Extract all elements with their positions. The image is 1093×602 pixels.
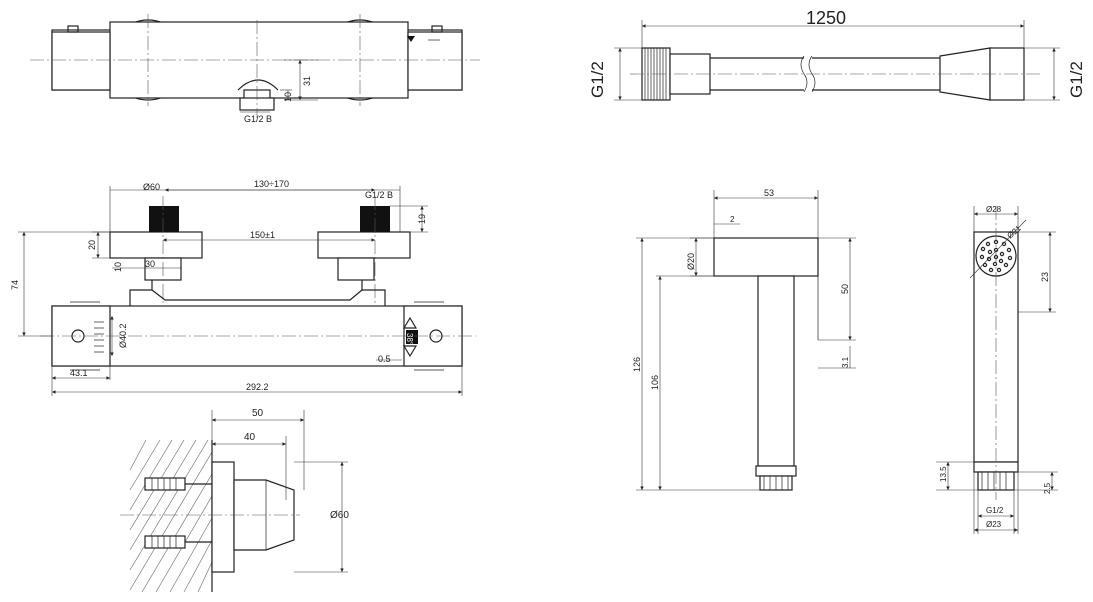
bracket-length-40: 40	[244, 432, 256, 443]
top-spacing-range: 130÷170	[254, 179, 289, 189]
front-dia-28: Ø28	[986, 205, 1002, 214]
side-small-3: 3.1	[841, 356, 850, 368]
front-thread	[981, 472, 1007, 490]
bracket-length-50: 50	[252, 408, 264, 419]
hose-length: 1250	[806, 8, 846, 28]
side-height-50: 50	[840, 284, 850, 294]
handshower-side-view: 53 2 Ø20 50 3.1 126 106	[632, 188, 856, 491]
front-dim-23: 23	[1040, 272, 1050, 282]
front-connection-label: G1/2 B	[244, 114, 272, 124]
side-dia-20: Ø20	[686, 253, 696, 270]
hose-thread-right: G1/2	[1067, 61, 1086, 98]
side-height-106: 106	[650, 375, 660, 390]
temperature-marker: 38°	[402, 316, 418, 358]
top-body-diameter: Ø40.2	[118, 323, 128, 348]
side-height-126: 126	[632, 357, 642, 372]
front-dim-2-5: 2.5	[1043, 482, 1052, 494]
top-view: Ø60 130÷170 G1/2 B 19 20 150±1 10 30	[10, 179, 476, 396]
side-top-small: 2	[730, 215, 735, 224]
spray-nozzles	[979, 239, 1013, 273]
handshower-thread	[763, 476, 789, 490]
top-depth-19: 19	[417, 214, 427, 224]
bracket-diameter: Ø60	[330, 510, 349, 521]
top-depth-20: 20	[87, 240, 97, 250]
hose-view: 1250 G1/2 G1/2	[588, 8, 1086, 101]
front-dim-10: 10	[283, 92, 293, 102]
wall-bracket-view: 50 40 Ø60	[120, 408, 349, 593]
top-connection-label: G1/2 B	[365, 190, 393, 200]
front-view: 31 10 G1/2 B	[30, 14, 480, 124]
front-dim-31: 31	[302, 76, 312, 86]
top-spacing: 150±1	[250, 230, 275, 240]
front-thread-label: G1/2	[986, 506, 1004, 515]
wall-hatch	[129, 439, 213, 593]
scale-marks-left	[94, 321, 104, 353]
front-dia-23: Ø23	[986, 520, 1002, 529]
side-top-dim: 53	[764, 188, 774, 198]
top-total-length: 292.2	[246, 382, 269, 392]
top-depth-74: 74	[10, 280, 20, 290]
front-dim-13-5: 13.5	[939, 466, 948, 482]
handshower-front-view: Ø28 Ø21 23 13.5 2.5 G1/2 Ø23	[936, 205, 1058, 534]
temp-mark: 38°	[405, 333, 414, 345]
anchor-threads	[151, 478, 177, 548]
top-width-30: 30	[145, 259, 155, 269]
top-small-0-5: 0.5	[378, 354, 391, 364]
top-offset-10: 10	[113, 262, 123, 272]
hose-thread-left: G1/2	[588, 61, 607, 98]
top-inlet-diameter: Ø60	[143, 182, 160, 192]
top-side-43: 43.1	[70, 368, 88, 378]
